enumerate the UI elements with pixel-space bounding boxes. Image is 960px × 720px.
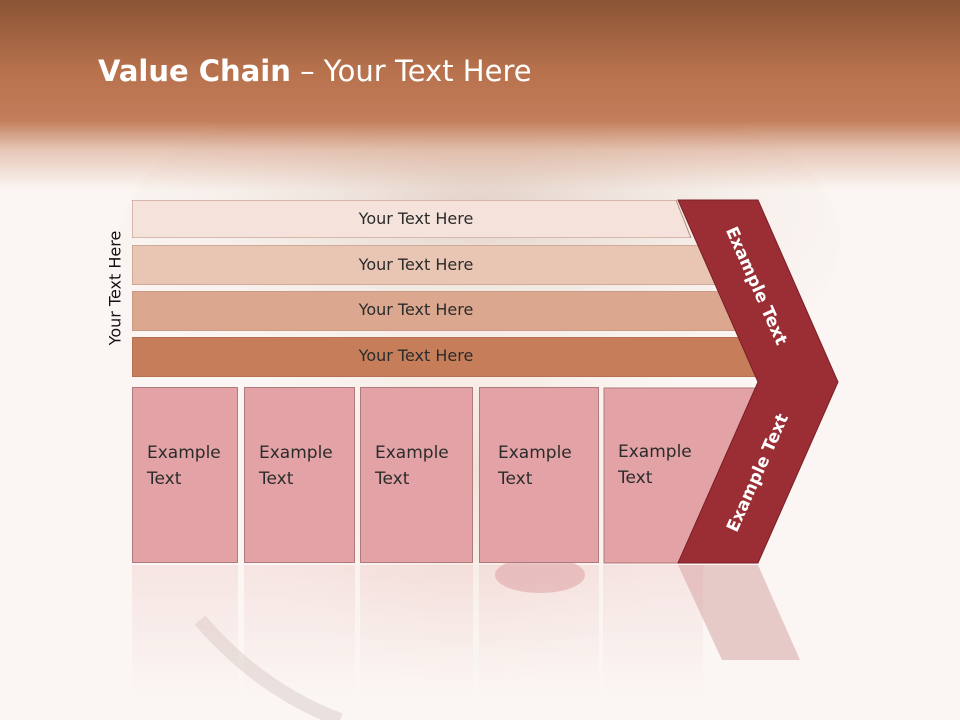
header-band bbox=[0, 0, 960, 190]
row-1: Your Text Here bbox=[132, 200, 692, 238]
cell-2-line1: Example bbox=[259, 443, 333, 463]
slide-title: Value Chain – Your Text Here bbox=[98, 54, 532, 88]
side-label: Your Text Here bbox=[105, 230, 125, 346]
row-4-label: Your Text Here bbox=[358, 346, 474, 365]
row-1-shape bbox=[132, 200, 692, 238]
row-3-label: Your Text Here bbox=[358, 300, 474, 319]
cell-5-line2: Text bbox=[618, 468, 653, 488]
cell-2-line2: Text bbox=[259, 469, 294, 489]
cell-1-line2: Text bbox=[147, 469, 182, 489]
row-2: Your Text Here bbox=[132, 245, 717, 285]
row-1-label: Your Text Here bbox=[358, 209, 474, 228]
cell-5-line1: Example bbox=[618, 442, 692, 462]
title-rest: – Your Text Here bbox=[290, 54, 532, 88]
cell-3-line1: Example bbox=[375, 443, 449, 463]
row-2-shape bbox=[132, 245, 717, 285]
cell-1-line1: Example bbox=[147, 443, 221, 463]
title-bold: Value Chain bbox=[98, 54, 291, 88]
reflection bbox=[132, 565, 772, 695]
cell-4-line2: Text bbox=[498, 469, 533, 489]
cell-4-line1: Example bbox=[498, 443, 572, 463]
row-3: Your Text Here bbox=[132, 291, 740, 331]
cell-3-line2: Text bbox=[375, 469, 410, 489]
row-2-label: Your Text Here bbox=[358, 255, 474, 274]
row-4-shape bbox=[132, 337, 766, 377]
row-4: Your Text Here bbox=[132, 337, 766, 377]
row-3-shape bbox=[132, 291, 740, 331]
